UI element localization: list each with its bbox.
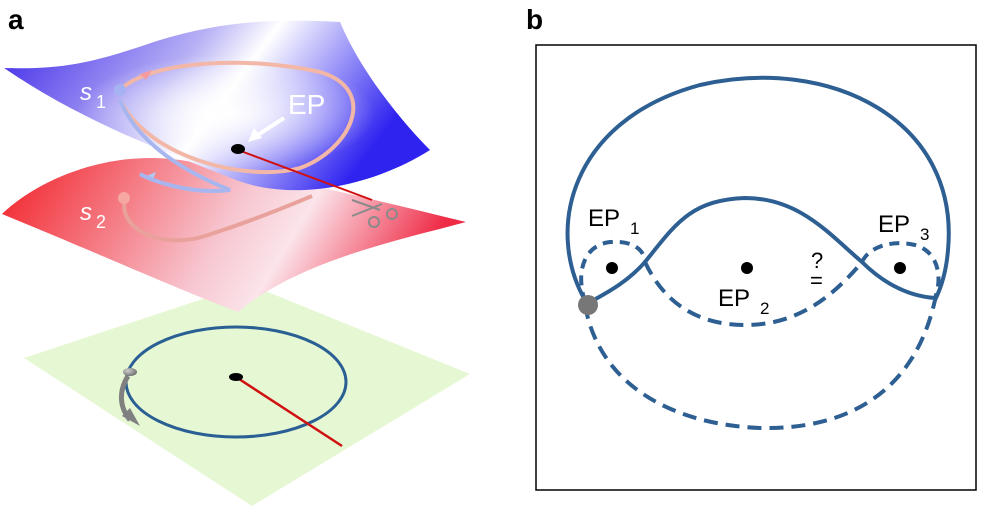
direction-arrow-head (122, 408, 140, 426)
plane-ep-dot (229, 373, 243, 381)
ep2-dot (741, 262, 753, 274)
ep1-dot (606, 262, 618, 274)
scissors-icon (351, 199, 398, 228)
question-mark-label: ? (811, 248, 823, 273)
equals-label: = (810, 268, 823, 293)
upper-path-arrow (140, 70, 152, 80)
ep1-label: EP (588, 205, 620, 232)
lower-surface-s2 (2, 157, 466, 312)
ep-pointer-arrow (254, 116, 286, 138)
ep3-label-sub: 3 (920, 225, 929, 244)
ep2-label-sub: 2 (760, 299, 769, 318)
lower-path-arrow (146, 172, 156, 182)
ep-label: EP (288, 89, 325, 120)
panel-a: s 1 s 2 EP (2, 20, 470, 506)
plane-start-point (123, 368, 137, 376)
s1-label: s (80, 79, 92, 106)
ep2-label: EP (718, 285, 750, 312)
ep3-dot (894, 262, 906, 274)
plane-branch-cut (235, 375, 343, 448)
surface-branch-cut (237, 149, 373, 201)
start-point (578, 295, 598, 315)
ep-pointer-head (248, 128, 262, 142)
lower-surface-path (122, 194, 313, 243)
parameter-plane (24, 284, 470, 506)
upper-surface-path (118, 60, 356, 175)
panel-a-letter: a (8, 4, 24, 35)
s2-point (118, 192, 130, 204)
inner-dashed-curve (643, 260, 864, 328)
inner-solid-curve (583, 195, 936, 307)
upper-surface-glow (4, 20, 430, 191)
s2-label: s (80, 199, 92, 226)
ep3-label: EP (878, 211, 910, 238)
ep1-dashed-loop (579, 239, 647, 303)
s1-label-sub: 1 (96, 92, 106, 112)
outer-solid-curve (565, 75, 951, 301)
ep1-label-sub: 1 (630, 219, 639, 238)
connecting-path (118, 99, 231, 193)
panel-b-frame (535, 44, 977, 491)
ep3-dashed-loop (860, 241, 941, 299)
s1-point (114, 84, 126, 96)
panel-b: EP 1 EP 2 EP 3 ? = (535, 44, 977, 491)
panel-b-letter: b (526, 4, 544, 35)
outer-dashed-curve (583, 299, 937, 431)
surface-ep-dot (231, 144, 245, 154)
s2-label-sub: 2 (96, 212, 106, 232)
